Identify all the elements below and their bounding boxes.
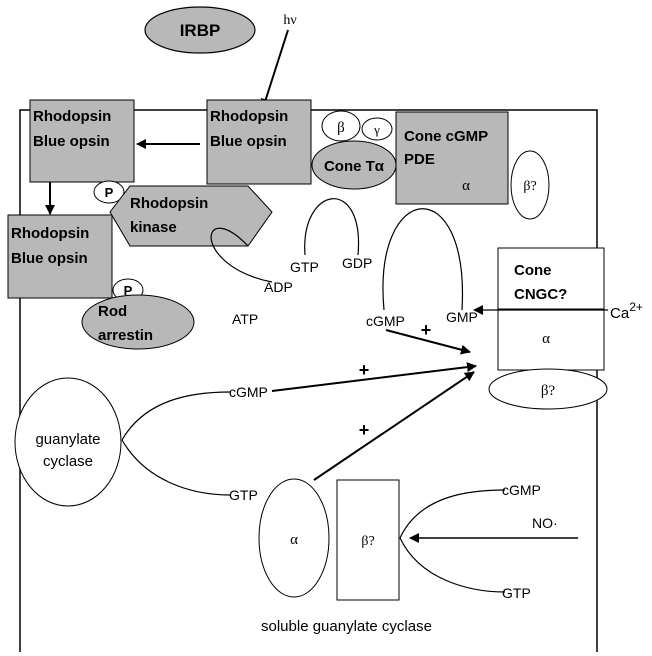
gc-gtp-curve bbox=[121, 439, 231, 496]
pde-label-1: Cone cGMP bbox=[404, 128, 488, 145]
atp-adp-curve bbox=[210, 227, 273, 283]
cone-t-alpha-label: Cone Tα bbox=[324, 158, 385, 175]
gc-cgmp-curve bbox=[121, 391, 231, 441]
cngc-label-2: CNGC? bbox=[514, 286, 567, 303]
irbp-ellipse bbox=[144, 6, 256, 54]
gtp-gdp-curve bbox=[304, 198, 360, 256]
sgc-beta-label: β? bbox=[361, 534, 374, 549]
gtp-pde-label: GTP bbox=[290, 259, 319, 275]
pde-label-2: PDE bbox=[404, 151, 435, 168]
phosphate-low-label: P bbox=[124, 283, 133, 298]
no-label: NO· bbox=[532, 515, 558, 531]
kinase-label-2: kinase bbox=[130, 219, 177, 236]
rhodopsin-box-lower bbox=[7, 214, 113, 299]
plus-sgc: + bbox=[359, 420, 370, 440]
light-arrow bbox=[260, 29, 289, 109]
sgc-cgmp-curve bbox=[399, 489, 506, 539]
guanylate-cyclase-ellipse bbox=[14, 377, 122, 507]
kinase-label-1: Rhodopsin bbox=[130, 195, 208, 212]
transducin-gamma bbox=[361, 117, 393, 141]
arrestin-label-2: arrestin bbox=[98, 327, 153, 344]
cngc-label-1: Cone bbox=[514, 262, 552, 279]
rhodopsin-box-left bbox=[29, 99, 135, 183]
gtp-no-label: GTP bbox=[502, 585, 531, 601]
plus-gc: + bbox=[359, 360, 370, 380]
arrow-sgc-to-cngc bbox=[313, 371, 475, 481]
rhodopsin-low-label-2: Blue opsin bbox=[11, 250, 88, 267]
pde-beta-ellipse bbox=[510, 150, 550, 220]
guanylate-label-1: guanylate bbox=[35, 431, 100, 448]
arrestin-label-1: Rod bbox=[98, 303, 127, 320]
rhodopsin-left-label-2: Blue opsin bbox=[33, 133, 110, 150]
cngc-alpha-label: α bbox=[542, 331, 550, 347]
arrow-gc-to-cngc bbox=[271, 362, 477, 392]
pde-alpha-label: α bbox=[462, 178, 470, 194]
plus-pde: + bbox=[421, 320, 432, 340]
soluble-gc-label: soluble guanylate cyclase bbox=[261, 618, 432, 635]
rod-arrestin-ellipse bbox=[81, 294, 195, 350]
irbp-label: IRBP bbox=[180, 21, 221, 40]
rhodopsin-box-top bbox=[206, 99, 312, 185]
sgc-gtp-curve bbox=[399, 537, 506, 593]
adp-label: ADP bbox=[264, 279, 293, 295]
cngc-beta-label: β? bbox=[541, 383, 556, 399]
phosphate-top bbox=[93, 180, 125, 204]
rhodopsin-top-label-1: Rhodopsin bbox=[210, 108, 288, 125]
rhodopsin-low-label-1: Rhodopsin bbox=[11, 225, 89, 242]
arrow-cgmp-to-cngc bbox=[385, 329, 471, 355]
pde-beta-label: β? bbox=[523, 179, 536, 194]
transducin-beta bbox=[321, 110, 361, 142]
sgc-beta-box bbox=[336, 479, 400, 601]
gamma-label: γ bbox=[373, 122, 380, 137]
gmp-label: GMP bbox=[446, 309, 478, 325]
phosphate-top-label: P bbox=[105, 185, 114, 200]
sgc-alpha-label: α bbox=[290, 532, 298, 548]
sgc-alpha-ellipse bbox=[258, 478, 330, 598]
light-label: hν bbox=[283, 13, 296, 28]
cgmp-gmp-curve bbox=[382, 208, 464, 311]
rhodopsin-top-label-2: Blue opsin bbox=[210, 133, 287, 150]
atp-label: ATP bbox=[232, 311, 258, 327]
gtp-gc-label: GTP bbox=[229, 487, 258, 503]
cone-pde-box bbox=[395, 111, 509, 205]
cngc-beta-ellipse bbox=[488, 368, 608, 410]
beta-label: β bbox=[337, 120, 345, 136]
gdp-label: GDP bbox=[342, 255, 372, 271]
cgmp-pde-label: cGMP bbox=[366, 313, 405, 329]
ca-label: Ca2+ bbox=[610, 300, 643, 322]
cgmp-no-label: cGMP bbox=[502, 482, 541, 498]
guanylate-label-2: cyclase bbox=[43, 453, 93, 470]
rhodopsin-left-label-1: Rhodopsin bbox=[33, 108, 111, 125]
cgmp-gc-label: cGMP bbox=[229, 384, 268, 400]
